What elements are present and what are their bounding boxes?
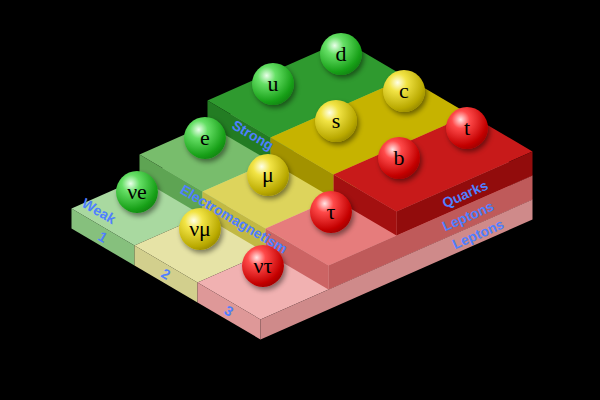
- slab-label: 2: [159, 266, 173, 282]
- particle-sphere: d: [320, 33, 362, 75]
- slab-front: [198, 283, 261, 340]
- particle-symbol: t: [464, 117, 470, 139]
- particle-sphere: b: [378, 137, 420, 179]
- particle-sphere: s: [315, 100, 357, 142]
- particle-symbol: νμ: [189, 218, 211, 240]
- particle-sphere: μ: [247, 154, 289, 196]
- particle-sphere: u: [252, 63, 294, 105]
- particle-sphere: e: [184, 117, 226, 159]
- slab-label: Strong: [230, 118, 276, 153]
- particle-symbol: e: [200, 127, 210, 149]
- particle-symbol: τ: [327, 201, 336, 223]
- slab-front: [135, 246, 198, 303]
- particle-sphere: τ: [310, 191, 352, 233]
- particle-sphere: t: [446, 107, 488, 149]
- slab-label: Weak: [80, 195, 118, 225]
- particle-symbol: b: [394, 147, 405, 169]
- particle-symbol: νe: [127, 181, 147, 203]
- particle-symbol: u: [268, 73, 279, 95]
- particle-symbol: c: [399, 80, 409, 102]
- particle-sphere: νe: [116, 171, 158, 213]
- slab-label: 1: [96, 229, 110, 245]
- particle-symbol: μ: [262, 164, 274, 186]
- particle-symbol: d: [336, 43, 347, 65]
- particle-symbol: s: [332, 110, 341, 132]
- slab-label: 3: [222, 303, 236, 319]
- particle-symbol: ντ: [254, 255, 273, 277]
- particle-sphere: c: [383, 70, 425, 112]
